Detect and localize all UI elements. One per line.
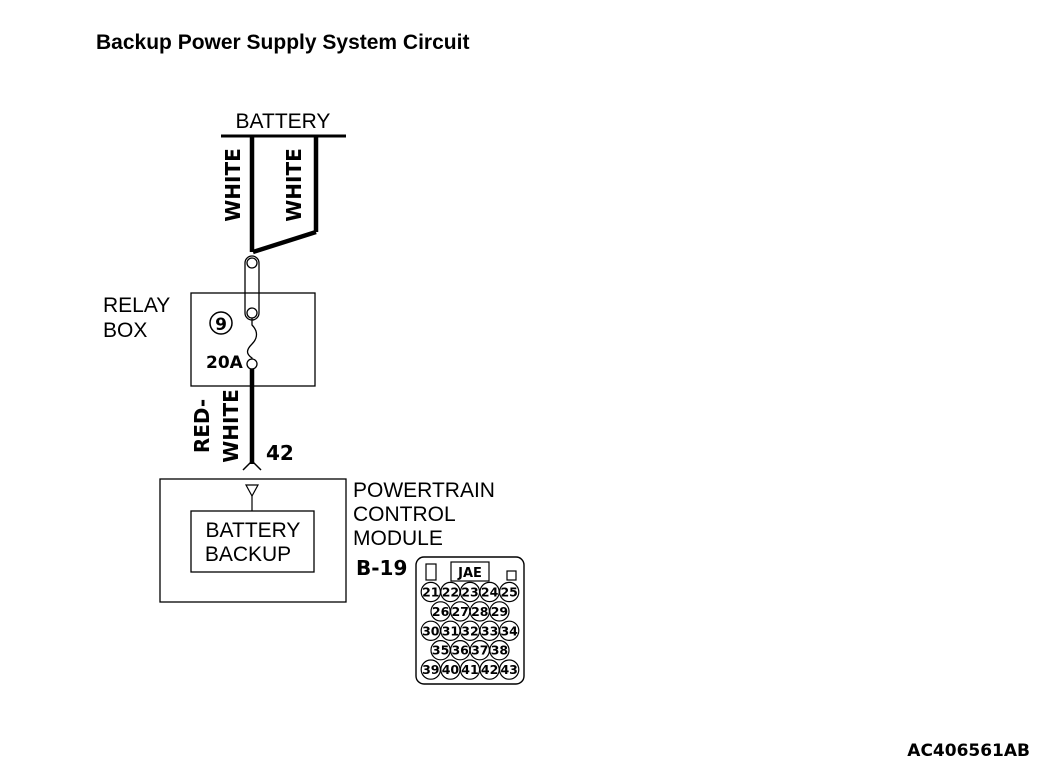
pcm-label-line3: MODULE [353,527,443,550]
connector-pin-number: 36 [451,643,469,658]
terminal-number: 42 [266,441,294,465]
connector-pin-number: 22 [442,585,459,600]
connector-pin [499,659,520,680]
pcm-input-triangle [244,484,260,498]
wire-color-left: WHITE [221,148,245,222]
connector-outline [415,556,525,685]
connector-pin [499,581,520,603]
connector-id: B-19 [356,556,407,580]
pcm-label-line2: CONTROL [353,503,456,526]
wire-color-right: WHITE [282,148,306,222]
fuse-number: 9 [215,315,227,335]
connector-pin-number: 37 [471,643,488,658]
connector-pin-number: 35 [432,643,449,658]
connector-pin-number: 24 [481,585,499,600]
relay-box-label-line1: RELAY [103,294,170,317]
battery-label: BATTERY [236,110,331,133]
connector-pin-number: 30 [422,623,440,638]
connector-pin-number: 34 [500,623,518,638]
connector-pin-number: 40 [442,662,460,677]
connector-pin [489,601,510,622]
wire-color-bottom-line2: WHITE [219,389,243,463]
connector-pin-number: 31 [442,623,459,638]
wire-color-bottom-line1: RED- [190,399,214,453]
connector-pin [489,640,510,661]
fuse-number-circle [209,311,233,335]
fuse-rating: 20A [206,353,244,373]
fuse-symbol [246,318,258,359]
connector-pin-number: 41 [461,662,478,677]
connector-maker-box [450,561,490,582]
battery-backup-line1: BATTERY [206,519,301,542]
connector-pin-number: 29 [491,604,508,619]
connector-key-right [506,570,517,581]
connector-maker: JAE [457,566,482,581]
connector-pin-number: 33 [481,623,498,638]
connector-pin-number: 21 [422,585,439,600]
connector-pin [499,620,520,642]
relay-box-label-line2: BOX [103,319,147,342]
battery-backup-line2: BACKUP [205,543,291,566]
fuse-terminal [246,358,258,370]
fuse-connector [244,255,260,321]
connector-pin-number: 25 [500,585,517,600]
connector-pin-number: 42 [481,662,498,677]
connector-pin-number: 43 [500,662,517,677]
connector-pin-number: 39 [422,662,439,677]
connector-pin-number: 28 [471,604,488,619]
pcm-label-line1: POWERTRAIN [353,479,495,502]
connector-key-left [425,563,437,581]
battery-backup-box [190,510,315,573]
connector-pin-number: 32 [461,623,478,638]
connector-pin-number: 23 [461,585,478,600]
terminal-chevron [242,459,262,471]
diagram-title: Backup Power Supply System Circuit [96,31,469,54]
connector-pin-number: 27 [451,604,468,619]
battery-wires [249,136,319,255]
pcm-box [159,478,347,603]
connector-pin-number: 38 [491,643,508,658]
connector-pin-number: 26 [432,604,450,619]
figure-id: AC406561AB [907,741,1030,761]
